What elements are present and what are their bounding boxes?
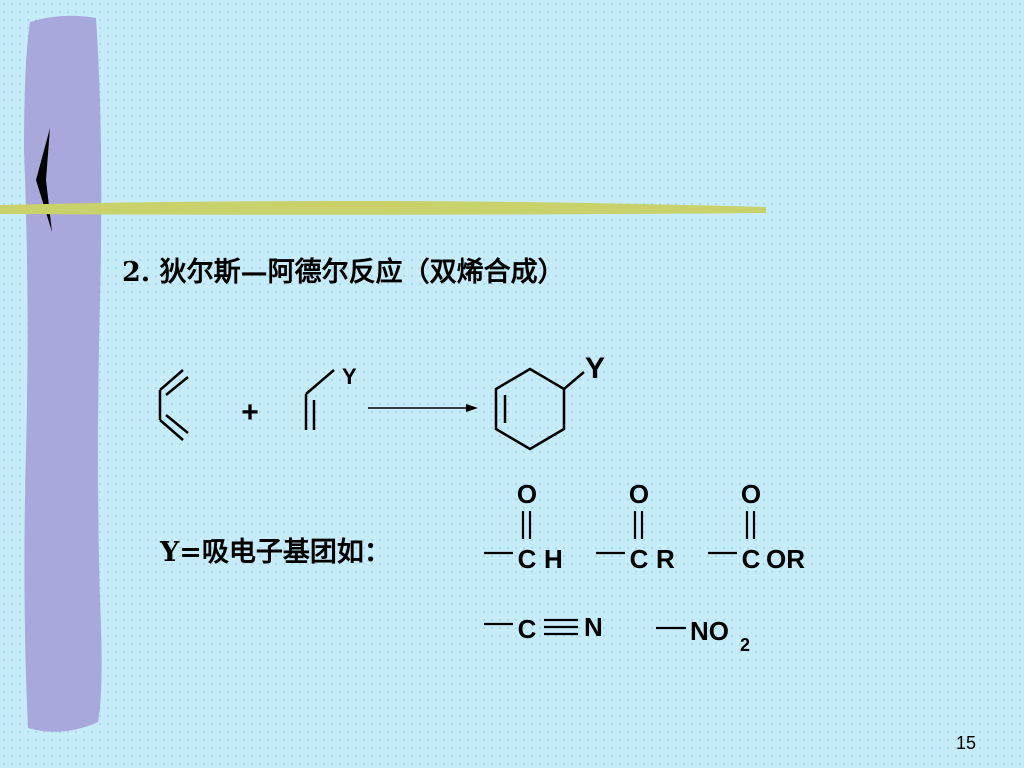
- aldehyde-carbon: C: [518, 544, 537, 574]
- aldehyde-group: O C H: [484, 479, 563, 574]
- ketone-substituent: R: [656, 544, 675, 574]
- product-structure: [494, 367, 585, 451]
- ketone-carbon: C: [630, 544, 649, 574]
- reaction-arrow: [368, 404, 478, 412]
- plus-sign: +: [241, 396, 259, 429]
- nitro-text: NO: [690, 616, 729, 646]
- slide-title: 2. 狄尔斯—阿德尔反应（双烯合成）: [122, 257, 565, 288]
- rule-line: [0, 200, 766, 215]
- product-substituent: Y: [585, 352, 605, 385]
- ketone-oxygen: O: [629, 479, 649, 509]
- page-number: 15: [956, 733, 977, 753]
- nitrile-nitrogen: N: [584, 612, 603, 642]
- nitro-subscript: 2: [740, 635, 750, 655]
- nitro-group: NO 2: [656, 616, 750, 655]
- ketone-group: O C R: [596, 479, 675, 574]
- y-definition-label: Y=吸电子基团如：: [160, 537, 391, 568]
- nitrile-group: C N: [484, 612, 603, 644]
- ester-oxygen: O: [741, 479, 761, 509]
- aldehyde-oxygen: O: [517, 479, 537, 509]
- dienophile-substituent: Y: [342, 364, 357, 389]
- dienophile-structure: [304, 369, 335, 430]
- ester-substituent: OR: [766, 544, 805, 574]
- nitrile-carbon: C: [518, 614, 537, 644]
- ester-carbon: C: [742, 544, 761, 574]
- aldehyde-substituent: H: [544, 544, 563, 574]
- diene-structure: [158, 369, 189, 441]
- ester-group: O C OR: [708, 479, 805, 574]
